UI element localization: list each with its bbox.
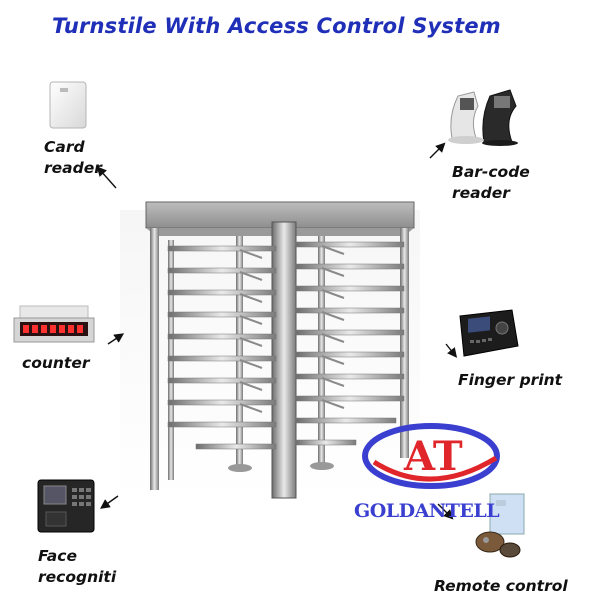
- card-reader-icon: [49, 81, 87, 129]
- goldantell-logo-mark: AT: [362, 423, 500, 489]
- logo-text: GOLDANTELL: [354, 500, 500, 522]
- barcode-scanner-icon: [448, 89, 518, 146]
- remote-control-label: Remote control: [434, 577, 568, 595]
- logo-mark-text: AT: [403, 433, 463, 480]
- face-terminal-icon: [37, 479, 95, 533]
- finger-print-label: Finger print: [458, 371, 563, 389]
- page-title: Turnstile With Access Control System: [52, 14, 501, 38]
- remote-control-icon: [475, 493, 525, 558]
- counter-display-icon: [13, 305, 95, 343]
- counter-label: counter: [22, 354, 90, 372]
- fingerprint-terminal-icon: [459, 309, 519, 357]
